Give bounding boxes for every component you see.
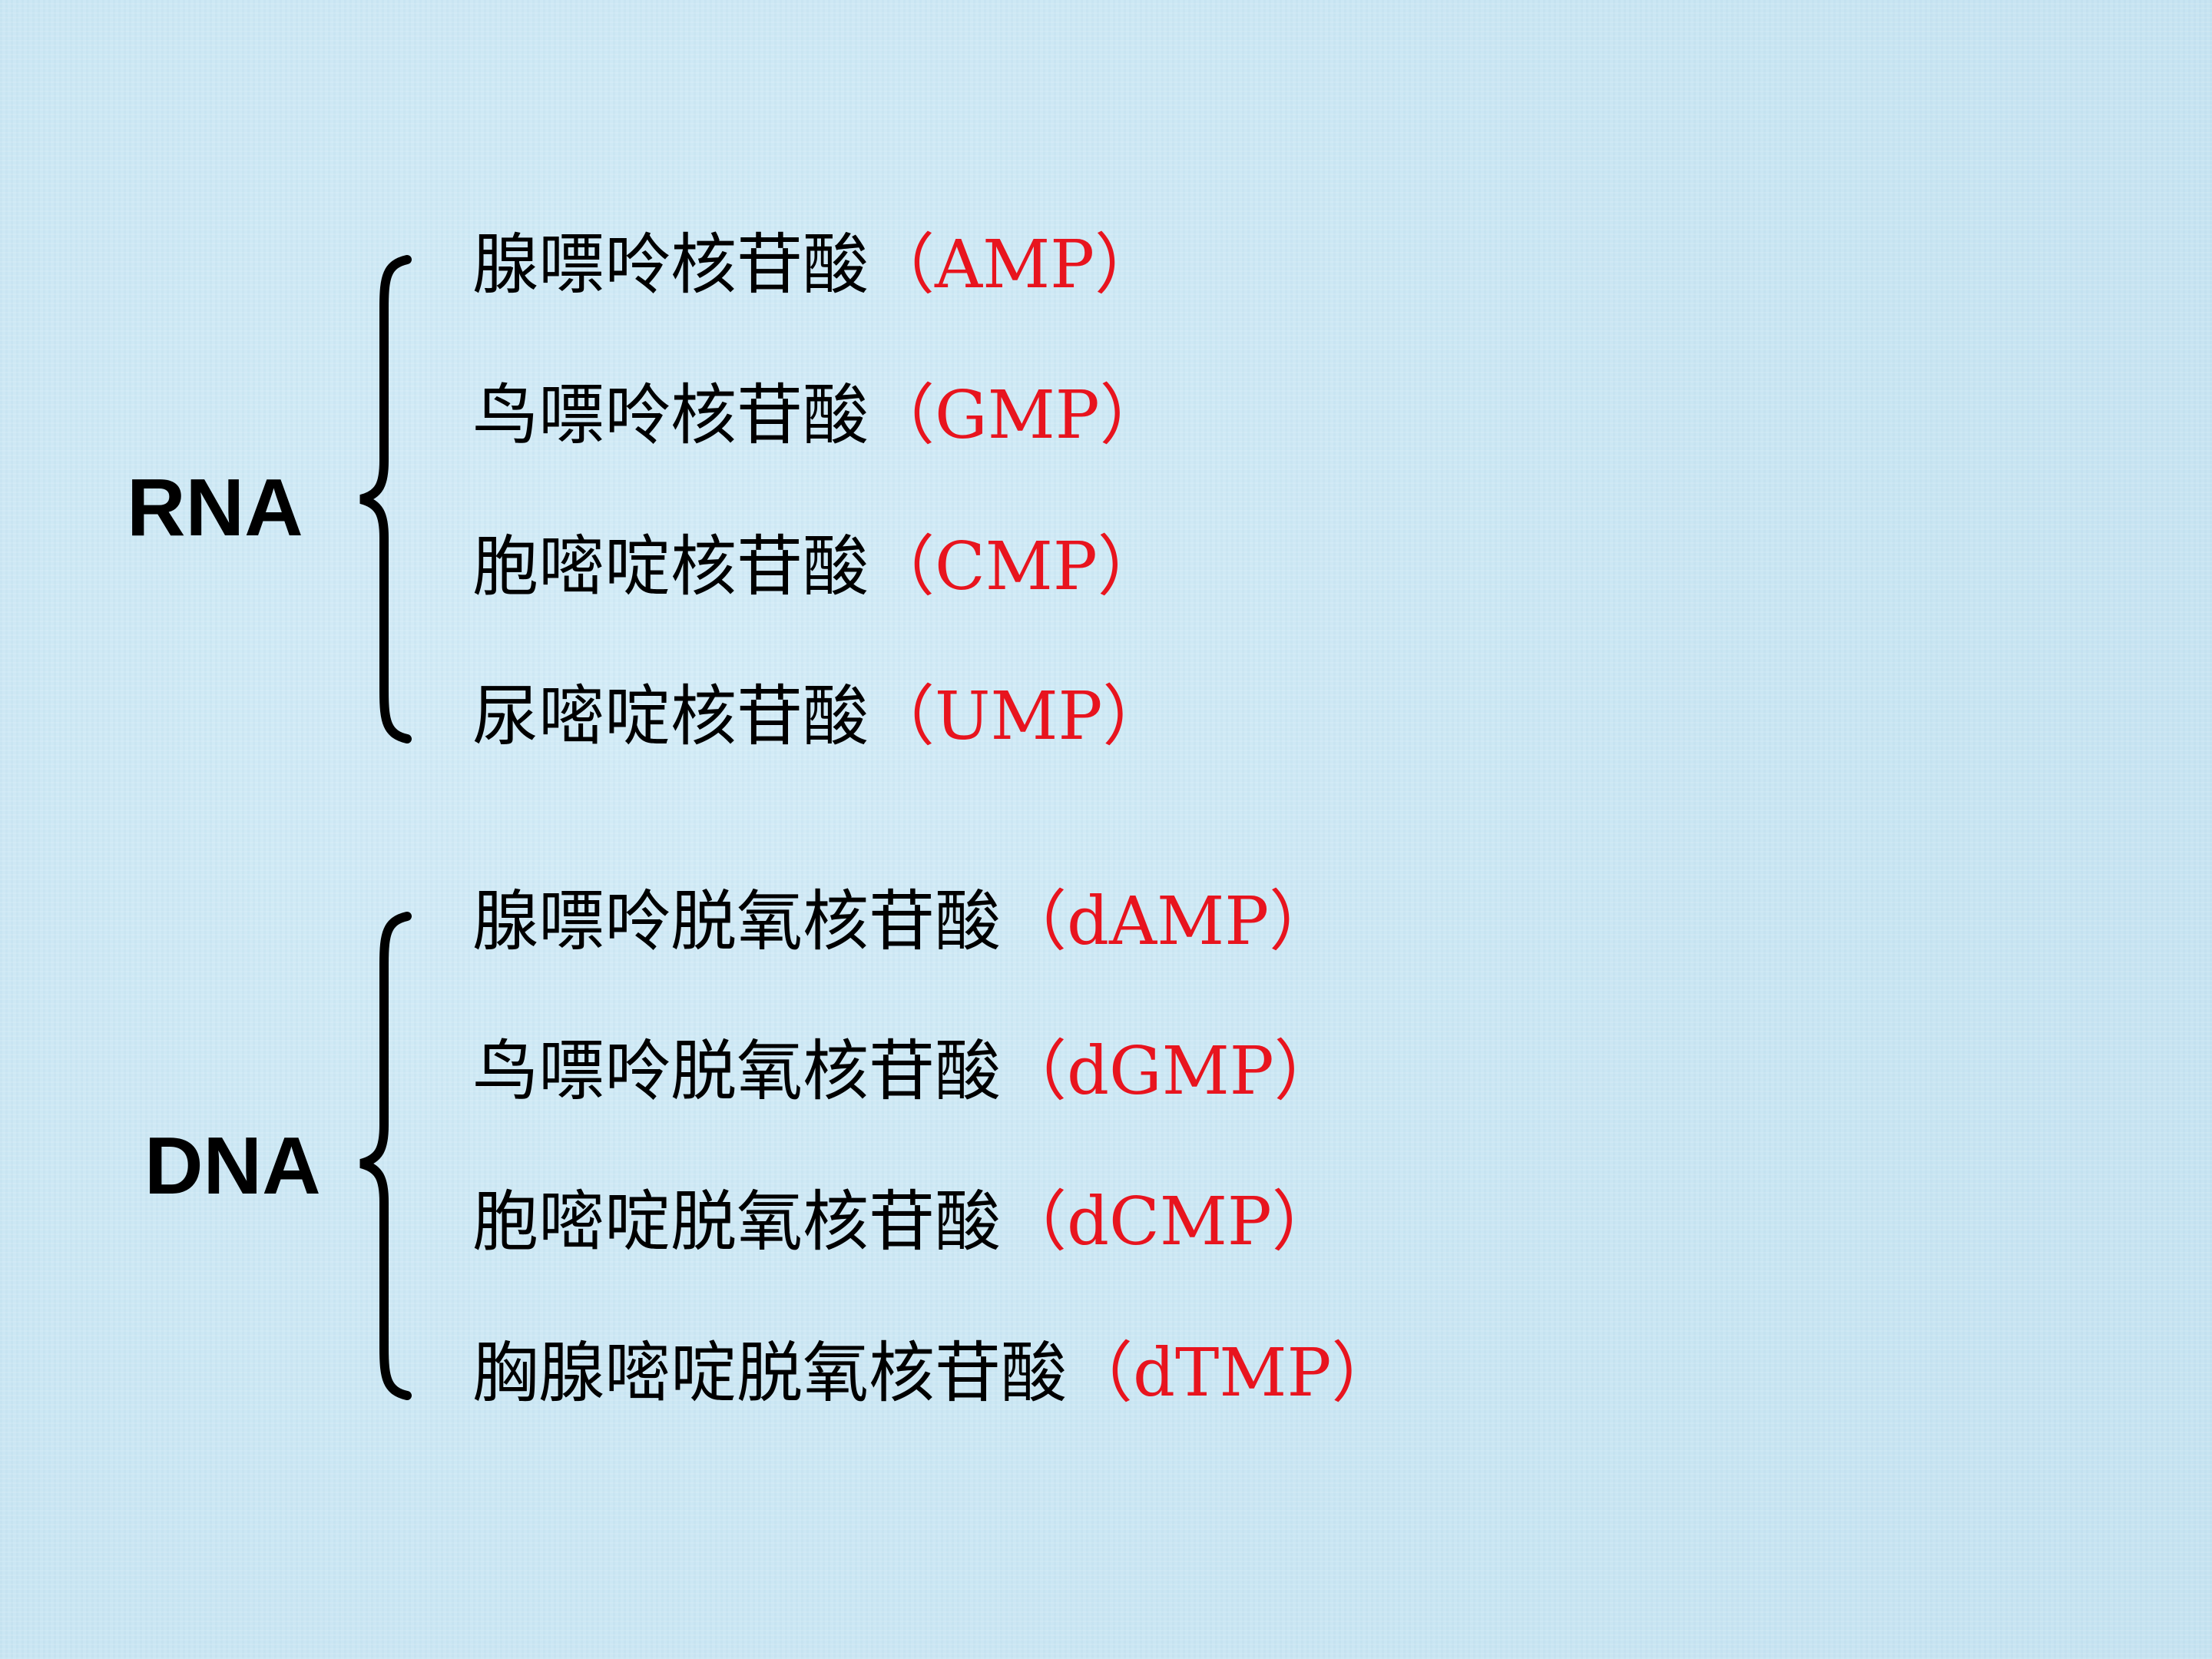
rna-brace-icon bbox=[355, 253, 416, 745]
nucleotide-name: 胞嘧啶核苷酸 bbox=[472, 528, 869, 605]
dna-item: 鸟嘌呤脱氧核苷酸（dGMP） bbox=[472, 1029, 1340, 1114]
dna-label: DNA bbox=[144, 1121, 321, 1211]
nucleotide-abbr: （GMP） bbox=[869, 377, 1166, 454]
nucleotide-name: 胞嘧啶脱氧核苷酸 bbox=[472, 1184, 1001, 1260]
nucleotide-name: 尿嘧啶核苷酸 bbox=[472, 678, 869, 755]
nucleotide-abbr: （dTMP） bbox=[1067, 1335, 1398, 1412]
nucleotide-abbr: （dCMP） bbox=[1001, 1184, 1338, 1260]
dna-item: 胞嘧啶脱氧核苷酸（dCMP） bbox=[472, 1180, 1338, 1264]
nucleotide-abbr: （dAMP） bbox=[1001, 883, 1336, 960]
rna-item: 胞嘧啶核苷酸（CMP） bbox=[472, 525, 1164, 609]
rna-item: 尿嘧啶核苷酸（UMP） bbox=[472, 674, 1168, 759]
nucleotide-name: 胸腺嘧啶脱氧核苷酸 bbox=[472, 1335, 1067, 1412]
nucleotide-name: 鸟嘌呤脱氧核苷酸 bbox=[472, 1033, 1001, 1110]
nucleotide-name: 腺嘌呤核苷酸 bbox=[472, 227, 869, 303]
dna-brace-icon bbox=[355, 910, 416, 1402]
rna-label: RNA bbox=[127, 462, 303, 553]
rna-item: 鸟嘌呤核苷酸（GMP） bbox=[472, 373, 1166, 458]
nucleotide-name: 鸟嘌呤核苷酸 bbox=[472, 377, 869, 454]
nucleotide-abbr: （dGMP） bbox=[1001, 1033, 1340, 1110]
nucleotide-abbr: （UMP） bbox=[869, 678, 1169, 755]
dna-item: 腺嘌呤脱氧核苷酸（dAMP） bbox=[472, 879, 1335, 964]
rna-item: 腺嘌呤核苷酸（AMP） bbox=[472, 223, 1161, 307]
nucleotide-abbr: （CMP） bbox=[869, 528, 1164, 605]
nucleotide-abbr: （AMP） bbox=[869, 227, 1161, 303]
nucleotide-name: 腺嘌呤脱氧核苷酸 bbox=[472, 883, 1001, 960]
dna-item: 胸腺嘧啶脱氧核苷酸（dTMP） bbox=[472, 1331, 1397, 1416]
